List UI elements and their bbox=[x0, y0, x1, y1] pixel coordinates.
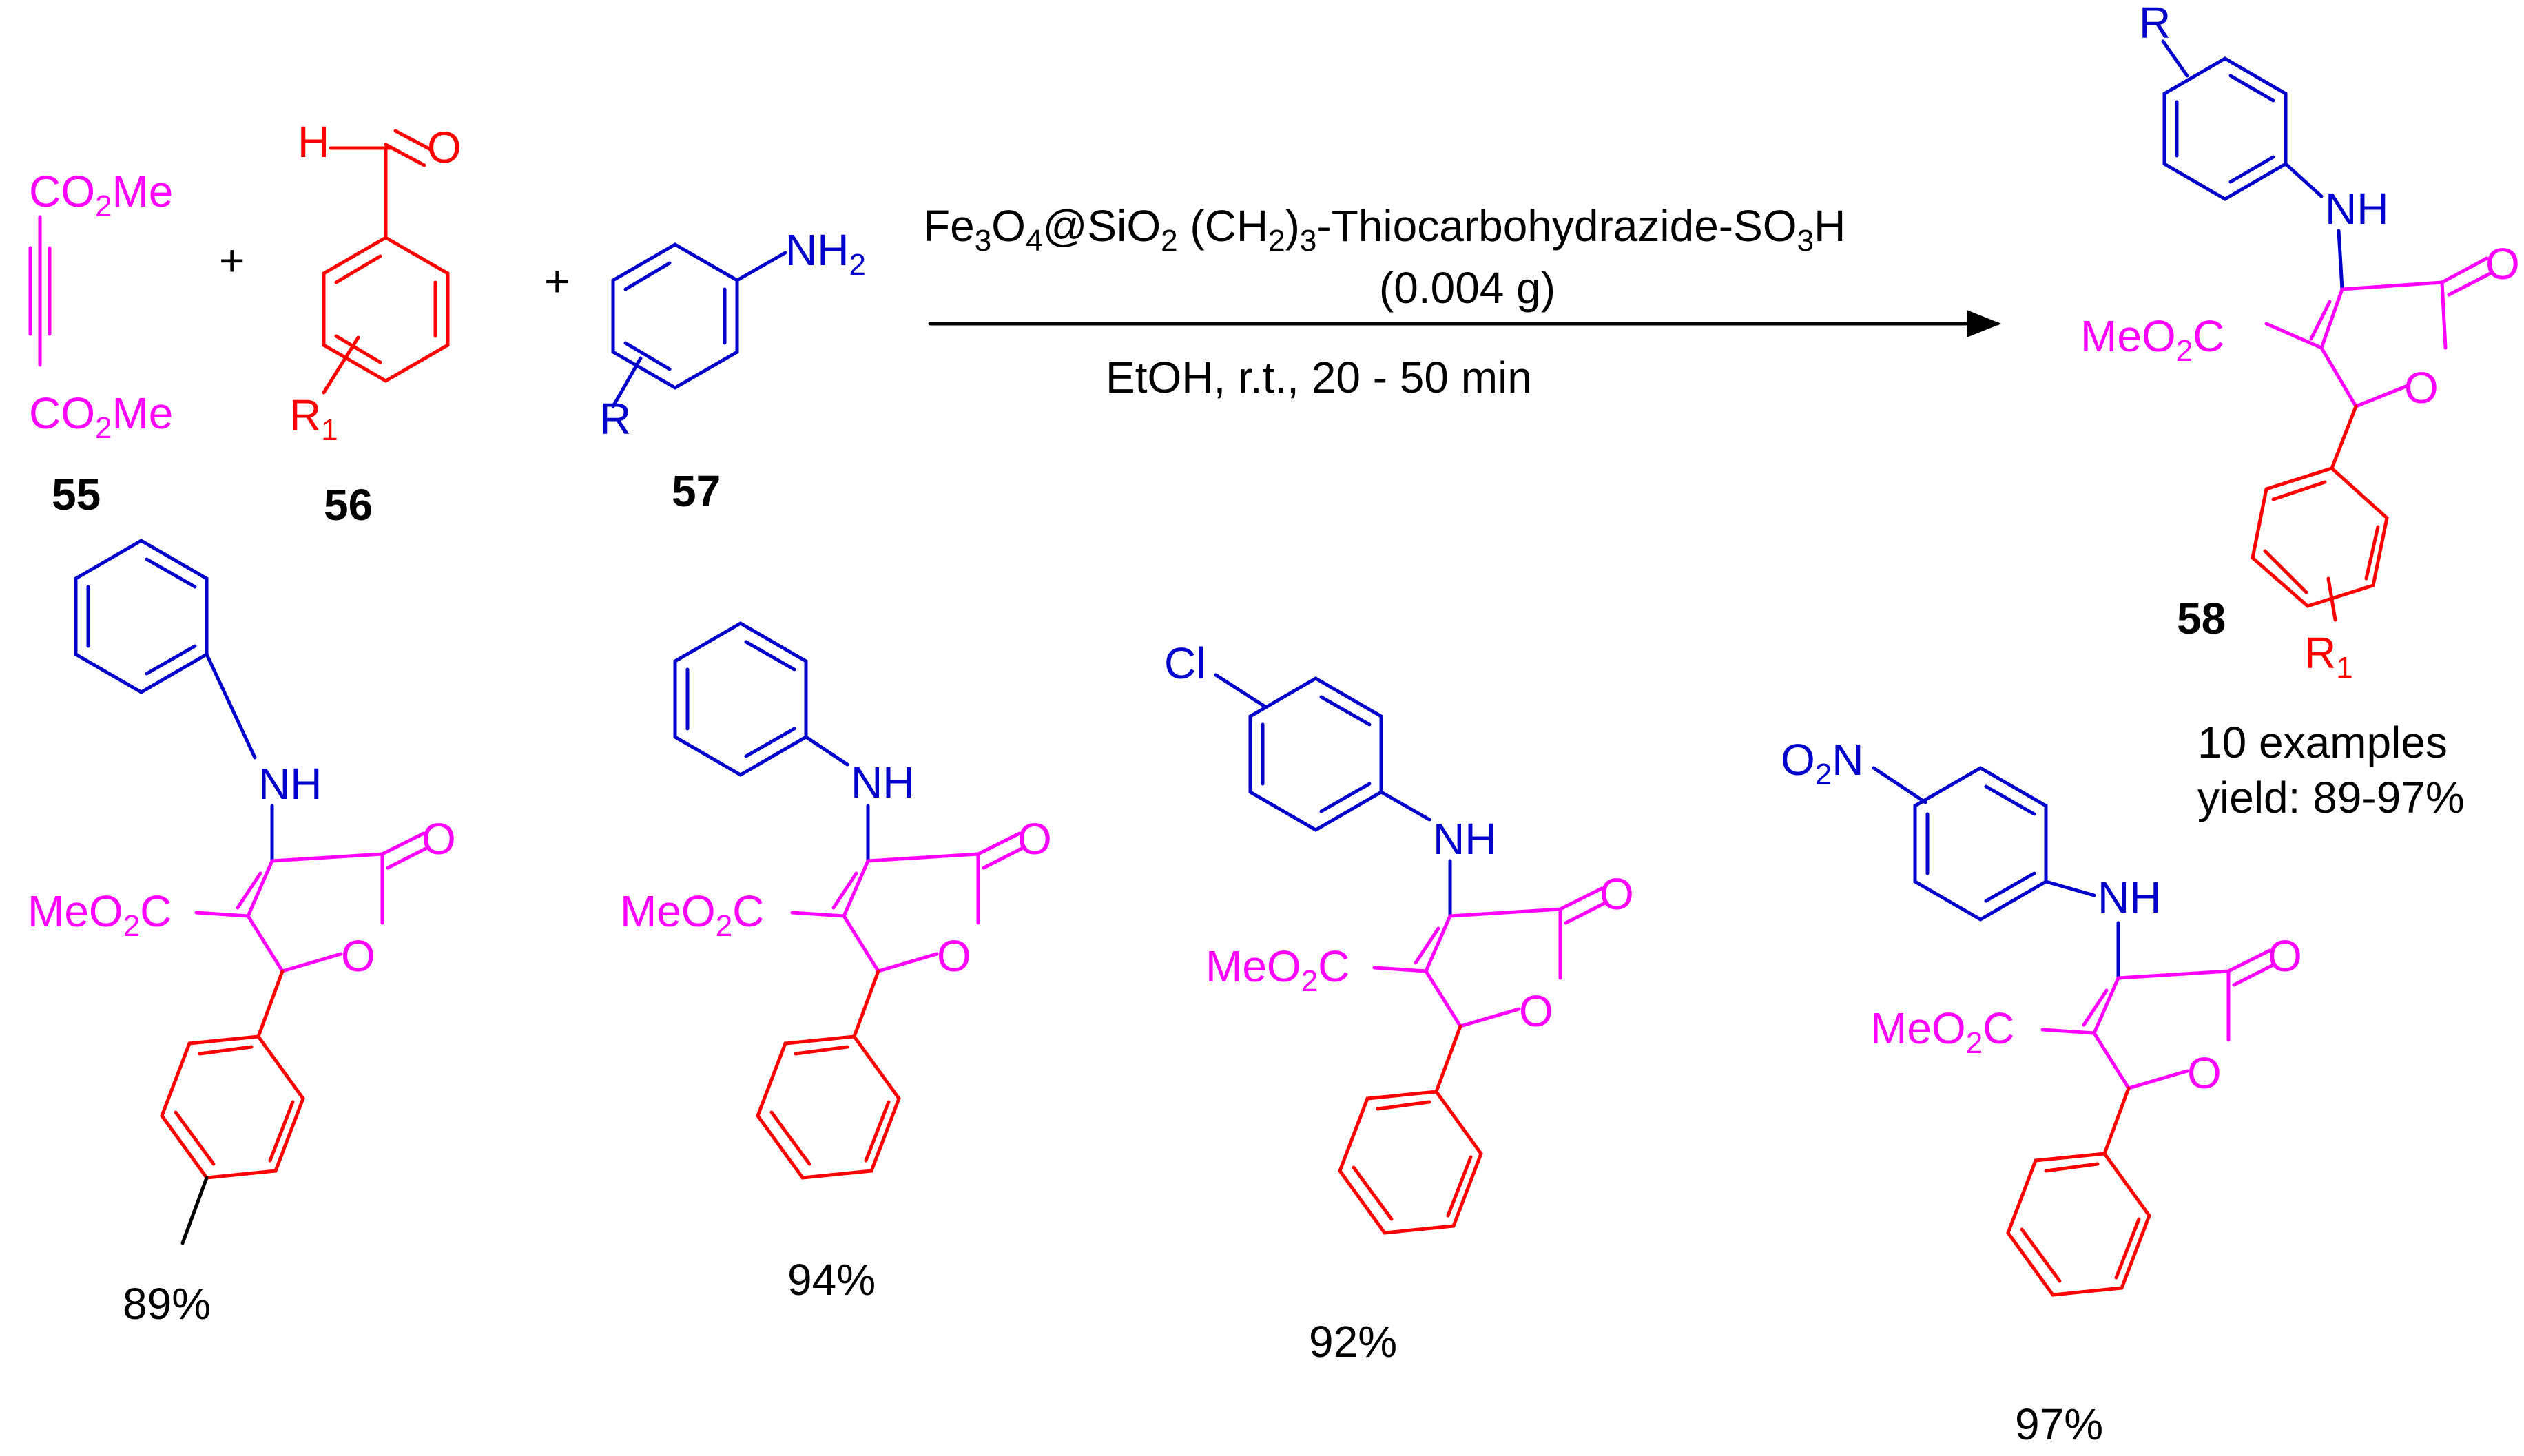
r-label-57: R bbox=[599, 394, 631, 444]
nh-label-ex1: NH bbox=[258, 759, 322, 809]
ring-o-ex4: O bbox=[2187, 1048, 2222, 1098]
svg-text:MeO2C: MeO2C bbox=[1206, 942, 1349, 998]
carbonyl-o-ex1: O bbox=[422, 814, 456, 864]
conditions-text: EtOH, r.t., 20 - 50 min bbox=[1106, 353, 1532, 402]
nh-label-58: NH bbox=[2325, 184, 2388, 233]
co2me-top-co: CO bbox=[29, 167, 95, 216]
examples-count: 10 examples bbox=[2197, 718, 2448, 767]
nh-label-ex3: NH bbox=[1433, 814, 1496, 864]
carbonyl-o-ex3: O bbox=[1600, 869, 1634, 919]
svg-text:NH2: NH2 bbox=[785, 225, 866, 282]
svg-text:CO2Me: CO2Me bbox=[29, 167, 173, 223]
plus-sign-1: + bbox=[219, 236, 245, 285]
compound-label-55: 55 bbox=[52, 470, 101, 519]
catalyst-text: Fe3O4@SiO2 (CH2)3-Thiocarbohydrazide-SO3… bbox=[923, 201, 1845, 258]
svg-text:MeO2C: MeO2C bbox=[1870, 1003, 2014, 1060]
example-2-phenyl: NH O O MeO2C 94% bbox=[620, 621, 1052, 1304]
carbonyl-o-ex2: O bbox=[1017, 814, 1052, 864]
example-1-tolyl: NH O O MeO2C 89% bbox=[28, 539, 456, 1329]
ring-o-ex1: O bbox=[341, 931, 375, 981]
carbonyl-o-ex4: O bbox=[2268, 931, 2302, 981]
compound-56-aldehyde: H O R1 56 bbox=[289, 117, 462, 530]
compound-label-58: 58 bbox=[2177, 594, 2226, 643]
yield-range: yield: 89-97% bbox=[2197, 773, 2465, 822]
nh2-sub: 2 bbox=[849, 248, 865, 282]
compound-label-56: 56 bbox=[324, 480, 373, 530]
yield-label-ex4: 97% bbox=[2015, 1400, 2103, 1449]
reaction-arrow-group: Fe3O4@SiO2 (CH2)3-Thiocarbohydrazide-SO3… bbox=[923, 201, 2001, 402]
yield-label-ex1: 89% bbox=[123, 1279, 211, 1329]
aldehyde-h-label: H bbox=[298, 117, 329, 167]
svg-text:MeO2C: MeO2C bbox=[2080, 311, 2224, 368]
nh-label-ex2: NH bbox=[851, 758, 914, 807]
example-4-nitrophenyl: O2N NH O O MeO2C 97% bbox=[1781, 735, 2302, 1449]
co2me-top-sub: 2 bbox=[95, 189, 112, 223]
compound-58-product: R NH O O MeO2C R1 58 bbox=[2080, 0, 2520, 685]
aldehyde-o-label: O bbox=[427, 123, 462, 172]
svg-text:MeO2C: MeO2C bbox=[620, 886, 764, 943]
nh2-label: NH bbox=[785, 225, 849, 275]
plus-sign-2: + bbox=[544, 256, 570, 306]
ring-o-58: O bbox=[2404, 363, 2439, 413]
svg-text:R1: R1 bbox=[289, 391, 338, 447]
carbonyl-o-58: O bbox=[2485, 239, 2520, 289]
yield-label-ex3: 92% bbox=[1309, 1317, 1397, 1366]
svg-text:MeO2C: MeO2C bbox=[28, 886, 172, 943]
example-3-chlorophenyl: Cl NH O O MeO2C 92% bbox=[1164, 638, 1634, 1366]
r1-label: R bbox=[289, 391, 321, 440]
cl-label: Cl bbox=[1164, 638, 1206, 688]
ring-o-ex2: O bbox=[937, 931, 971, 981]
catalyst-amount: (0.004 g) bbox=[1379, 263, 1555, 313]
nh-label-ex4: NH bbox=[2098, 873, 2161, 922]
co2me-top-me: Me bbox=[112, 167, 173, 216]
compound-57-aniline: NH2 R 57 bbox=[599, 225, 866, 516]
compound-55-alkyne: CO2Me CO2Me 55 bbox=[28, 167, 173, 519]
svg-text:CO2Me: CO2Me bbox=[29, 388, 173, 445]
compound-label-57: 57 bbox=[672, 466, 721, 516]
co2me-bottom-co: CO bbox=[29, 388, 95, 438]
r1-sub: 1 bbox=[321, 413, 338, 447]
svg-text:O2N: O2N bbox=[1781, 735, 1863, 791]
yield-label-ex2: 94% bbox=[787, 1255, 876, 1304]
co2me-bottom-me: Me bbox=[112, 388, 173, 438]
svg-text:R1: R1 bbox=[2304, 628, 2353, 685]
ring-o-ex3: O bbox=[1519, 986, 1553, 1036]
r-label-58: R bbox=[2139, 0, 2171, 48]
co2me-bottom-sub: 2 bbox=[95, 411, 112, 445]
